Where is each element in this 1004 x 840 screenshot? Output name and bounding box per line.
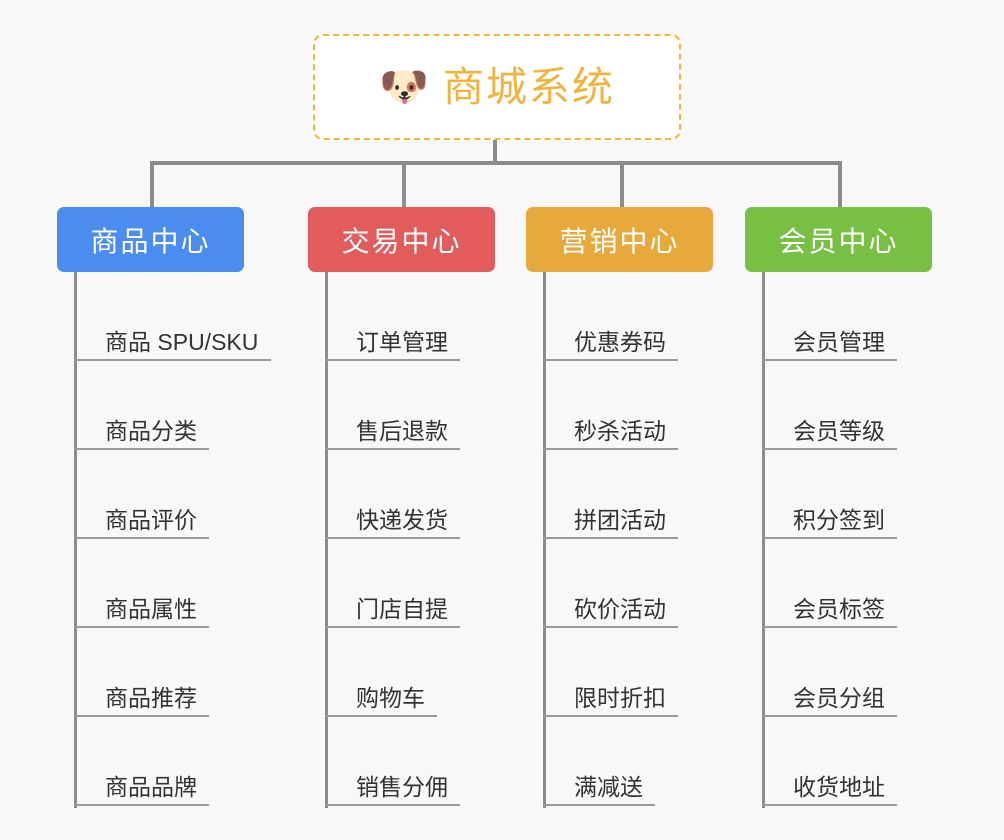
leaf-item[interactable]: 商品属性 [74,539,209,628]
leaf-item[interactable]: 商品评价 [74,450,209,539]
connector-drop-member-center [838,161,842,207]
leaf-trunk-marketing-center [543,272,546,808]
leaf-item-label: 会员分组 [793,685,885,712]
leaf-item[interactable]: 拼团活动 [543,450,678,539]
category-header-product-center[interactable]: 商品中心 [57,207,244,272]
leaf-item-label: 积分签到 [793,507,885,534]
leaf-item[interactable]: 会员标签 [762,539,897,628]
leaf-item[interactable]: 商品 SPU/SKU [74,272,271,361]
leaf-item-label: 限时折扣 [574,685,666,712]
leaf-item[interactable]: 优惠券码 [543,272,678,361]
connector-root-stem [493,140,497,164]
leaf-item-label: 秒杀活动 [574,418,666,445]
leaf-trunk-trade-center [325,272,328,808]
root-node[interactable]: 🐶 商城系统 [313,34,681,140]
category-header-label: 会员中心 [778,225,899,257]
leaf-item-label: 收货地址 [793,774,885,801]
leaf-item-label: 会员管理 [793,329,885,356]
category-header-member-center[interactable]: 会员中心 [745,207,932,272]
leaf-item-label: 拼团活动 [574,507,666,534]
connector-drop-trade-center [402,161,406,207]
leaf-item-label: 商品 SPU/SKU [105,329,259,356]
category-header-label: 营销中心 [559,225,680,257]
leaf-trunk-member-center [762,272,765,808]
leaf-item[interactable]: 商品推荐 [74,628,209,717]
root-title: 商城系统 [442,63,615,110]
leaf-item-label: 订单管理 [356,329,448,356]
leaf-item-label: 会员等级 [793,418,885,445]
leaf-item[interactable]: 商品分类 [74,361,209,450]
category-header-marketing-center[interactable]: 营销中心 [526,207,713,272]
category-header-trade-center[interactable]: 交易中心 [308,207,495,272]
category-header-label: 交易中心 [341,225,462,257]
leaf-item-label: 购物车 [356,685,425,712]
leaf-item[interactable]: 门店自提 [325,539,460,628]
leaf-item[interactable]: 满减送 [543,717,655,806]
connector-horizontal-bus [150,161,842,165]
leaf-item[interactable]: 会员管理 [762,272,897,361]
leaf-item-label: 销售分佣 [356,774,448,801]
leaf-item[interactable]: 销售分佣 [325,717,460,806]
leaf-item[interactable]: 订单管理 [325,272,460,361]
leaf-item[interactable]: 会员等级 [762,361,897,450]
leaf-item[interactable]: 快递发货 [325,450,460,539]
leaf-item[interactable]: 积分签到 [762,450,897,539]
leaf-item[interactable]: 购物车 [325,628,437,717]
leaf-item[interactable]: 秒杀活动 [543,361,678,450]
leaf-item[interactable]: 收货地址 [762,717,897,806]
leaf-item[interactable]: 售后退款 [325,361,460,450]
leaf-item-label: 砍价活动 [574,596,666,623]
leaf-item[interactable]: 会员分组 [762,628,897,717]
leaf-item[interactable]: 限时折扣 [543,628,678,717]
leaf-item-label: 商品品牌 [105,774,197,801]
leaf-item-label: 快递发货 [356,507,448,534]
connector-drop-marketing-center [620,161,624,207]
leaf-trunk-product-center [74,272,77,808]
leaf-item-label: 商品评价 [105,507,197,534]
leaf-item[interactable]: 砍价活动 [543,539,678,628]
connector-drop-product-center [150,161,154,207]
leaf-item-label: 门店自提 [356,596,448,623]
leaf-item-label: 商品推荐 [105,685,197,712]
leaf-item-label: 会员标签 [793,596,885,623]
leaf-item-label: 商品分类 [105,418,197,445]
dog-face-icon: 🐶 [379,65,429,109]
leaf-item-label: 优惠券码 [574,329,666,356]
leaf-item-label: 售后退款 [356,418,448,445]
category-header-label: 商品中心 [90,225,211,257]
leaf-item-label: 商品属性 [105,596,197,623]
leaf-item[interactable]: 商品品牌 [74,717,209,806]
leaf-item-label: 满减送 [574,774,643,801]
